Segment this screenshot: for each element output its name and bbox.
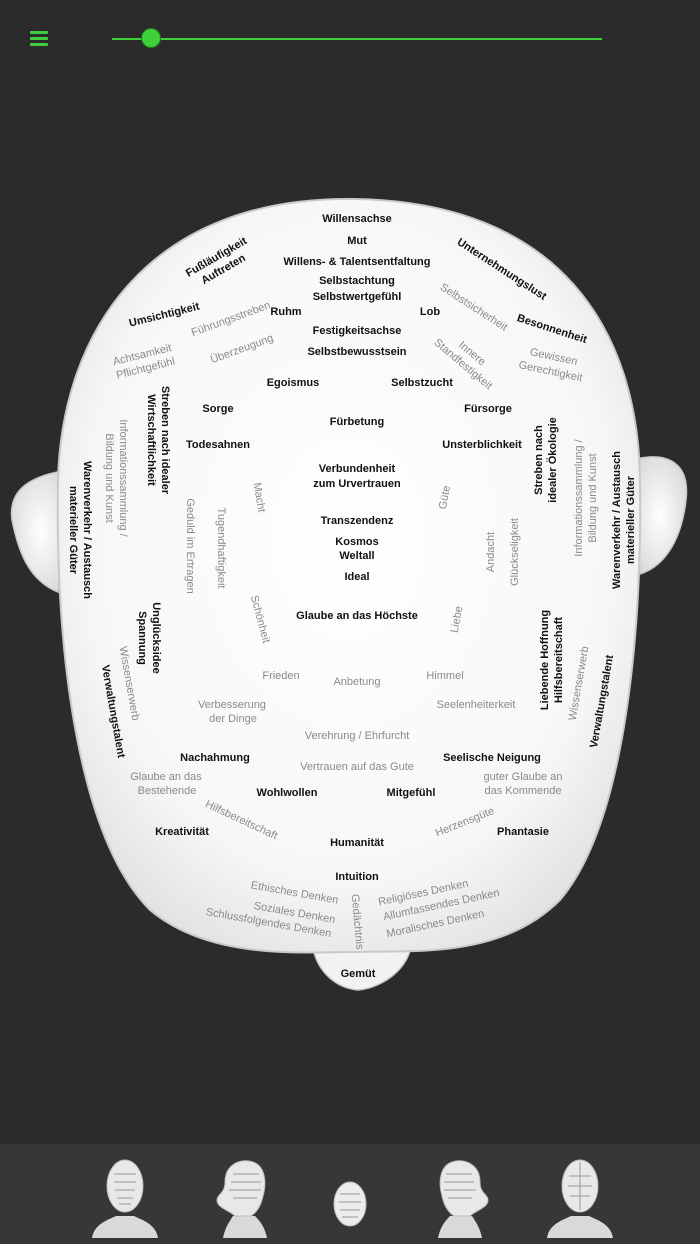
label-tugendhaftigkeit: Tugendhaftigkeit bbox=[215, 508, 227, 589]
label-gedaechtnis: Gedächtnis bbox=[349, 893, 366, 950]
head-left-profile-thumbnail[interactable] bbox=[430, 1154, 500, 1238]
label-bestehende: Bestehende bbox=[138, 785, 197, 797]
label-selbstachtung: Selbstachtung bbox=[319, 275, 395, 287]
label-streben-wirtschaftlichkeit-2: Wirtschaftlichkeit bbox=[145, 394, 157, 486]
label-ideal: Ideal bbox=[344, 571, 369, 583]
bottom-view-bar bbox=[0, 1144, 700, 1244]
head-outline bbox=[56, 197, 642, 954]
label-selbstwertgefuehl: Selbstwertgefühl bbox=[313, 291, 402, 303]
label-andacht: Andacht bbox=[485, 532, 497, 572]
head-right-profile-thumbnail[interactable] bbox=[205, 1154, 275, 1238]
label-streben-oekologie-group: Streben nach idealer Ökologie bbox=[533, 417, 559, 503]
hamburger-icon[interactable] bbox=[26, 24, 56, 54]
label-macht: Macht bbox=[250, 482, 267, 514]
label-mut: Mut bbox=[347, 235, 367, 247]
head-front-view-thumbnail[interactable] bbox=[90, 1154, 160, 1238]
label-fuerbetung: Fürbetung bbox=[330, 416, 384, 428]
label-anbetung: Anbetung bbox=[333, 676, 380, 688]
label-ruhm: Ruhm bbox=[270, 306, 301, 318]
label-seelenheiterkeit: Seelenheiterkeit bbox=[437, 699, 516, 711]
label-verehrung-ehrfurcht: Verehrung / Ehrfurcht bbox=[305, 730, 410, 742]
label-streben-oekologie-2: idealer Ökologie bbox=[546, 417, 559, 503]
label-glaube-an-das-hoechste: Glaube an das Höchste bbox=[296, 610, 418, 622]
label-wohlwollen: Wohlwollen bbox=[257, 787, 318, 799]
label-warenverkehr-right-2: materieller Güter bbox=[625, 475, 637, 564]
head-front-icon bbox=[92, 1159, 158, 1238]
label-streben-wirtschaftlichkeit-1: Streben nach idealer bbox=[159, 386, 171, 495]
label-informationssammlung-left-group: Informationssammlung / Bildung und Kunst bbox=[103, 419, 129, 537]
label-weltall: Weltall bbox=[339, 550, 374, 562]
label-lob: Lob bbox=[420, 306, 440, 318]
head-back-view-thumbnail[interactable] bbox=[545, 1154, 615, 1238]
label-unsterblichkeit: Unsterblichkeit bbox=[442, 439, 522, 451]
zoom-slider-track bbox=[112, 38, 602, 40]
head-map: Willensachse Mut Willens- & Talentsentfa… bbox=[10, 197, 688, 991]
label-himmel: Himmel bbox=[426, 670, 463, 682]
label-phantasie: Phantasie bbox=[497, 826, 549, 838]
label-kosmos: Kosmos bbox=[335, 536, 378, 548]
label-verbundenheit: Verbundenheit bbox=[319, 463, 396, 475]
label-geduld-im-ertragen: Geduld im Ertragen bbox=[184, 498, 196, 593]
label-intuition: Intuition bbox=[335, 871, 379, 883]
label-sorge: Sorge bbox=[202, 403, 233, 415]
label-verbesserung: Verbesserung bbox=[198, 699, 266, 711]
label-zum-urvertrauen: zum Urvertrauen bbox=[313, 478, 401, 490]
head-top-view-thumbnail[interactable] bbox=[320, 1154, 380, 1238]
label-transzendenz: Transzendenz bbox=[321, 515, 394, 527]
label-streben-wirtschaftlichkeit-group: Streben nach idealer Wirtschaftlichkeit bbox=[145, 386, 171, 495]
label-frieden: Frieden bbox=[262, 670, 299, 682]
label-warenverkehr-left-2: materieller Güter bbox=[67, 486, 79, 575]
label-willens-talentsentfaltung: Willens- & Talentsentfaltung bbox=[284, 256, 431, 268]
label-bildung-kunst-right: Bildung und Kunst bbox=[587, 453, 599, 542]
label-das-kommende: das Kommende bbox=[484, 785, 561, 797]
head-profile-left-icon bbox=[438, 1160, 489, 1238]
label-selbstbewusstsein: Selbstbewusstsein bbox=[307, 346, 406, 358]
label-hilfsbereitschaft-vertical: Hilfsbereitschaft bbox=[553, 617, 565, 704]
head-profile-right-icon bbox=[216, 1160, 267, 1238]
label-warenverkehr-left-1: Warenverkehr / Austausch bbox=[81, 461, 93, 599]
zoom-slider[interactable] bbox=[112, 28, 602, 50]
label-fuersorge: Fürsorge bbox=[464, 403, 512, 415]
label-egoismus: Egoismus bbox=[267, 377, 320, 389]
label-mitgefuehl: Mitgefühl bbox=[387, 787, 436, 799]
top-toolbar bbox=[0, 0, 700, 80]
label-informationssammlung-left-1: Informationssammlung / bbox=[117, 419, 129, 537]
label-warenverkehr-right-group: Warenverkehr / Austausch materieller Güt… bbox=[611, 451, 637, 589]
label-streben-oekologie-1: Streben nach bbox=[533, 425, 545, 495]
label-informationssammlung-right-group: Informationssammlung / Bildung und Kunst bbox=[573, 438, 599, 556]
label-kreativitaet: Kreativität bbox=[155, 826, 209, 838]
label-spannung: Spannung bbox=[136, 611, 148, 665]
label-warenverkehr-left-group: Warenverkehr / Austausch materieller Güt… bbox=[67, 461, 93, 599]
head-top-icon bbox=[333, 1181, 367, 1227]
label-glueckseligkeit: Glückseligkeit bbox=[509, 518, 521, 586]
label-liebende-hoffnung-group: Liebende Hoffnung Hilfsbereitschaft bbox=[539, 610, 565, 710]
label-vertrauen-auf-das-gute: Vertrauen auf das Gute bbox=[300, 761, 414, 773]
label-gemuet: Gemüt bbox=[341, 968, 376, 980]
label-todesahnen: Todesahnen bbox=[186, 439, 250, 451]
label-festigkeitsachse: Festigkeitsachse bbox=[313, 325, 402, 337]
label-selbstzucht: Selbstzucht bbox=[391, 377, 453, 389]
zoom-slider-thumb[interactable] bbox=[141, 28, 162, 48]
label-unglueckidee-group: Unglücksidee Spannung bbox=[136, 602, 162, 674]
label-nachahmung: Nachahmung bbox=[180, 752, 250, 764]
label-warenverkehr-right-1: Warenverkehr / Austausch bbox=[611, 451, 623, 589]
label-bildung-kunst-left: Bildung und Kunst bbox=[103, 433, 115, 522]
label-guete: Güte bbox=[437, 485, 453, 511]
label-unglueckidee: Unglücksidee bbox=[150, 602, 162, 674]
label-humanitaet: Humanität bbox=[330, 837, 384, 849]
label-liebe: Liebe bbox=[449, 605, 465, 634]
label-informationssammlung-right-1: Informationssammlung / bbox=[573, 438, 585, 556]
label-guter-glaube-an: guter Glaube an bbox=[484, 771, 563, 783]
label-liebende-hoffnung: Liebende Hoffnung bbox=[539, 610, 551, 710]
label-willensachse: Willensachse bbox=[322, 213, 392, 225]
label-glaube-an-das: Glaube an das bbox=[130, 771, 202, 783]
head-back-icon bbox=[547, 1159, 613, 1238]
label-der-dinge: der Dinge bbox=[209, 713, 257, 725]
label-seelische-neigung: Seelische Neigung bbox=[443, 752, 541, 764]
